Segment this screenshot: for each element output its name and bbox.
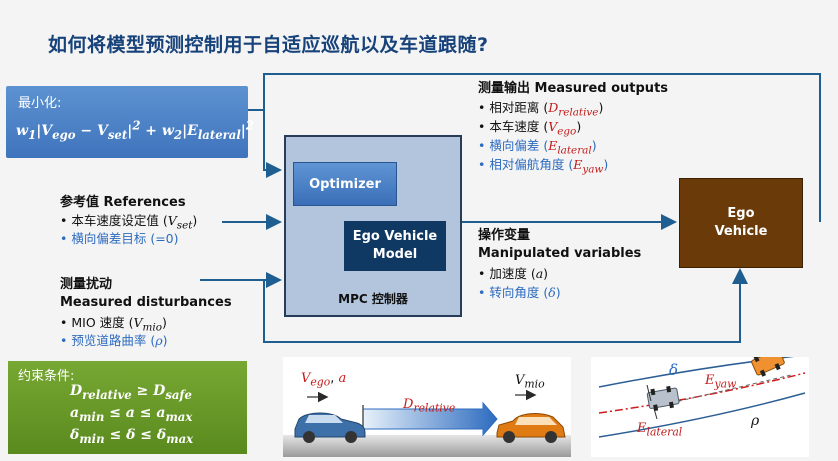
constraint-drel: Drelative ≥ Dsafe xyxy=(70,383,192,402)
ego-line1: Ego xyxy=(727,206,755,221)
label-drelative: Drelative xyxy=(403,397,456,415)
disturbance-item-rho: • 预览道路曲率 (ρ) xyxy=(60,333,168,348)
manipulated-heading-en: Manipulated variables xyxy=(478,246,642,261)
ego-car-top xyxy=(646,385,680,412)
model-line1: Ego Vehicle xyxy=(352,229,438,244)
disturbances-heading-en: Measured disturbances xyxy=(60,295,232,310)
road-surface xyxy=(283,435,571,457)
minimize-panel: 最小化: w1|Vego − Vset|2 + w2|Elateral|2 xyxy=(6,86,254,158)
disturbance-item-vmio: • MIO 速度 (Vmio) xyxy=(60,315,167,334)
feedback-line xyxy=(263,73,821,222)
label-delta: δ xyxy=(669,361,679,379)
label-eyaw: Eyaw xyxy=(705,373,737,391)
constraints-label: 约束条件: xyxy=(18,369,75,384)
output-item-eyaw: • 相对偏航角度 (Eyaw) xyxy=(478,157,609,176)
lead-car-top xyxy=(751,357,785,377)
outputs-heading: 测量输出 Measured outputs xyxy=(478,81,669,96)
manipulated-item-steer: • 转向角度 (δ) xyxy=(478,285,561,300)
optimizer-block: Optimizer xyxy=(293,162,397,206)
model-line2: Model xyxy=(372,247,418,262)
label-rho: ρ xyxy=(751,413,760,429)
references-item-lateral: • 横向偏差目标 (=0) xyxy=(60,231,179,246)
label-elateral: Elateral xyxy=(637,421,683,439)
ego-line2: Vehicle xyxy=(714,224,768,239)
output-item-vego: • 本车速度 (Vego) xyxy=(478,119,582,138)
label-vmio: Vmio xyxy=(515,373,545,391)
label-vego-a: Vego, a xyxy=(301,371,347,389)
minimize-formula: w1|Vego − Vset|2 + w2|Elateral|2 xyxy=(16,118,254,142)
disturbance-to-ego-line xyxy=(263,268,748,343)
output-item-elat: • 横向偏差 (Elateral) xyxy=(478,138,597,157)
mpc-controller-label: MPC 控制器 xyxy=(338,292,408,306)
constraints-panel: 约束条件: Drelative ≥ Dsafe amin ≤ a ≤ amax … xyxy=(8,361,247,454)
manipulated-heading-cn: 操作变量 xyxy=(478,228,531,243)
lead-car xyxy=(496,413,566,443)
d-relative-arrow xyxy=(362,401,498,437)
constraint-accel: amin ≤ a ≤ amax xyxy=(70,405,193,424)
output-item-drel: • 相对距离 (Drelative) xyxy=(478,100,604,119)
acc-scene-graphic xyxy=(283,389,571,457)
references-item-vset: • 本车速度设定值 (Vset) xyxy=(60,213,198,232)
lane-scene-graphic xyxy=(598,357,806,438)
constraint-steer: δmin ≤ δ ≤ δmax xyxy=(70,427,194,446)
lane-edge-bottom xyxy=(598,392,806,438)
acc-scene: Vego, a Vmio Drelative xyxy=(283,357,571,457)
references-heading: 参考值 References xyxy=(60,195,186,210)
minimize-label: 最小化: xyxy=(18,96,62,111)
page-title: 如何将模型预测控制用于自适应巡航以及车道跟随? xyxy=(48,34,489,56)
manipulated-item-accel: • 加速度 (a) xyxy=(478,266,549,281)
disturbances-heading-cn: 测量扰动 xyxy=(60,277,113,292)
ego-car xyxy=(294,412,366,443)
lane-scene: δ Eyaw Elateral ρ xyxy=(591,357,809,457)
